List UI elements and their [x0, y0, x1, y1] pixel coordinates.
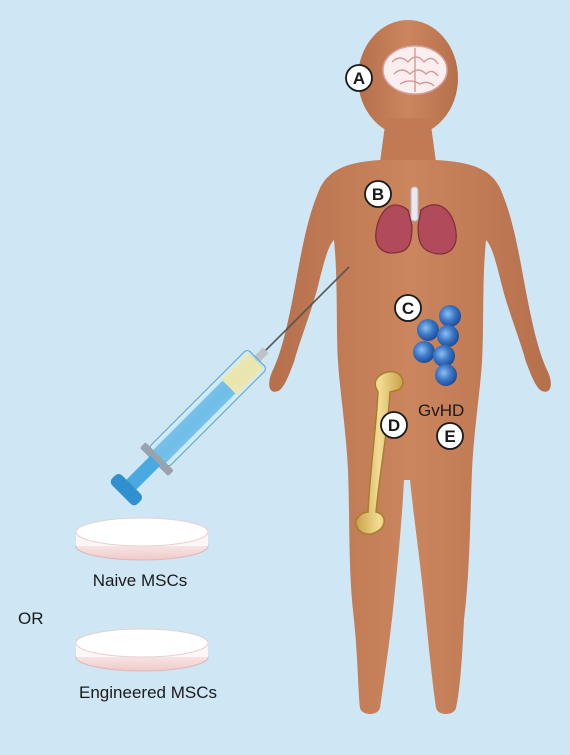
svg-text:B: B	[372, 185, 384, 204]
svg-text:A: A	[353, 69, 365, 88]
marker-b: B	[365, 181, 391, 207]
marker-e: E	[437, 423, 463, 449]
gvhd-label: GvHD	[418, 401, 464, 420]
engineered-msc-label: Engineered MSCs	[79, 683, 217, 702]
brain-icon	[383, 46, 447, 94]
svg-text:E: E	[444, 427, 455, 446]
petri-dish-icon	[76, 518, 208, 560]
petri-dish-icon	[76, 629, 208, 671]
marker-c: C	[395, 295, 421, 321]
svg-text:C: C	[402, 299, 414, 318]
naive-msc-label: Naive MSCs	[93, 571, 187, 590]
marker-d: D	[381, 412, 407, 438]
marker-a: A	[346, 65, 372, 91]
svg-text:D: D	[388, 416, 400, 435]
or-label: OR	[18, 609, 44, 628]
